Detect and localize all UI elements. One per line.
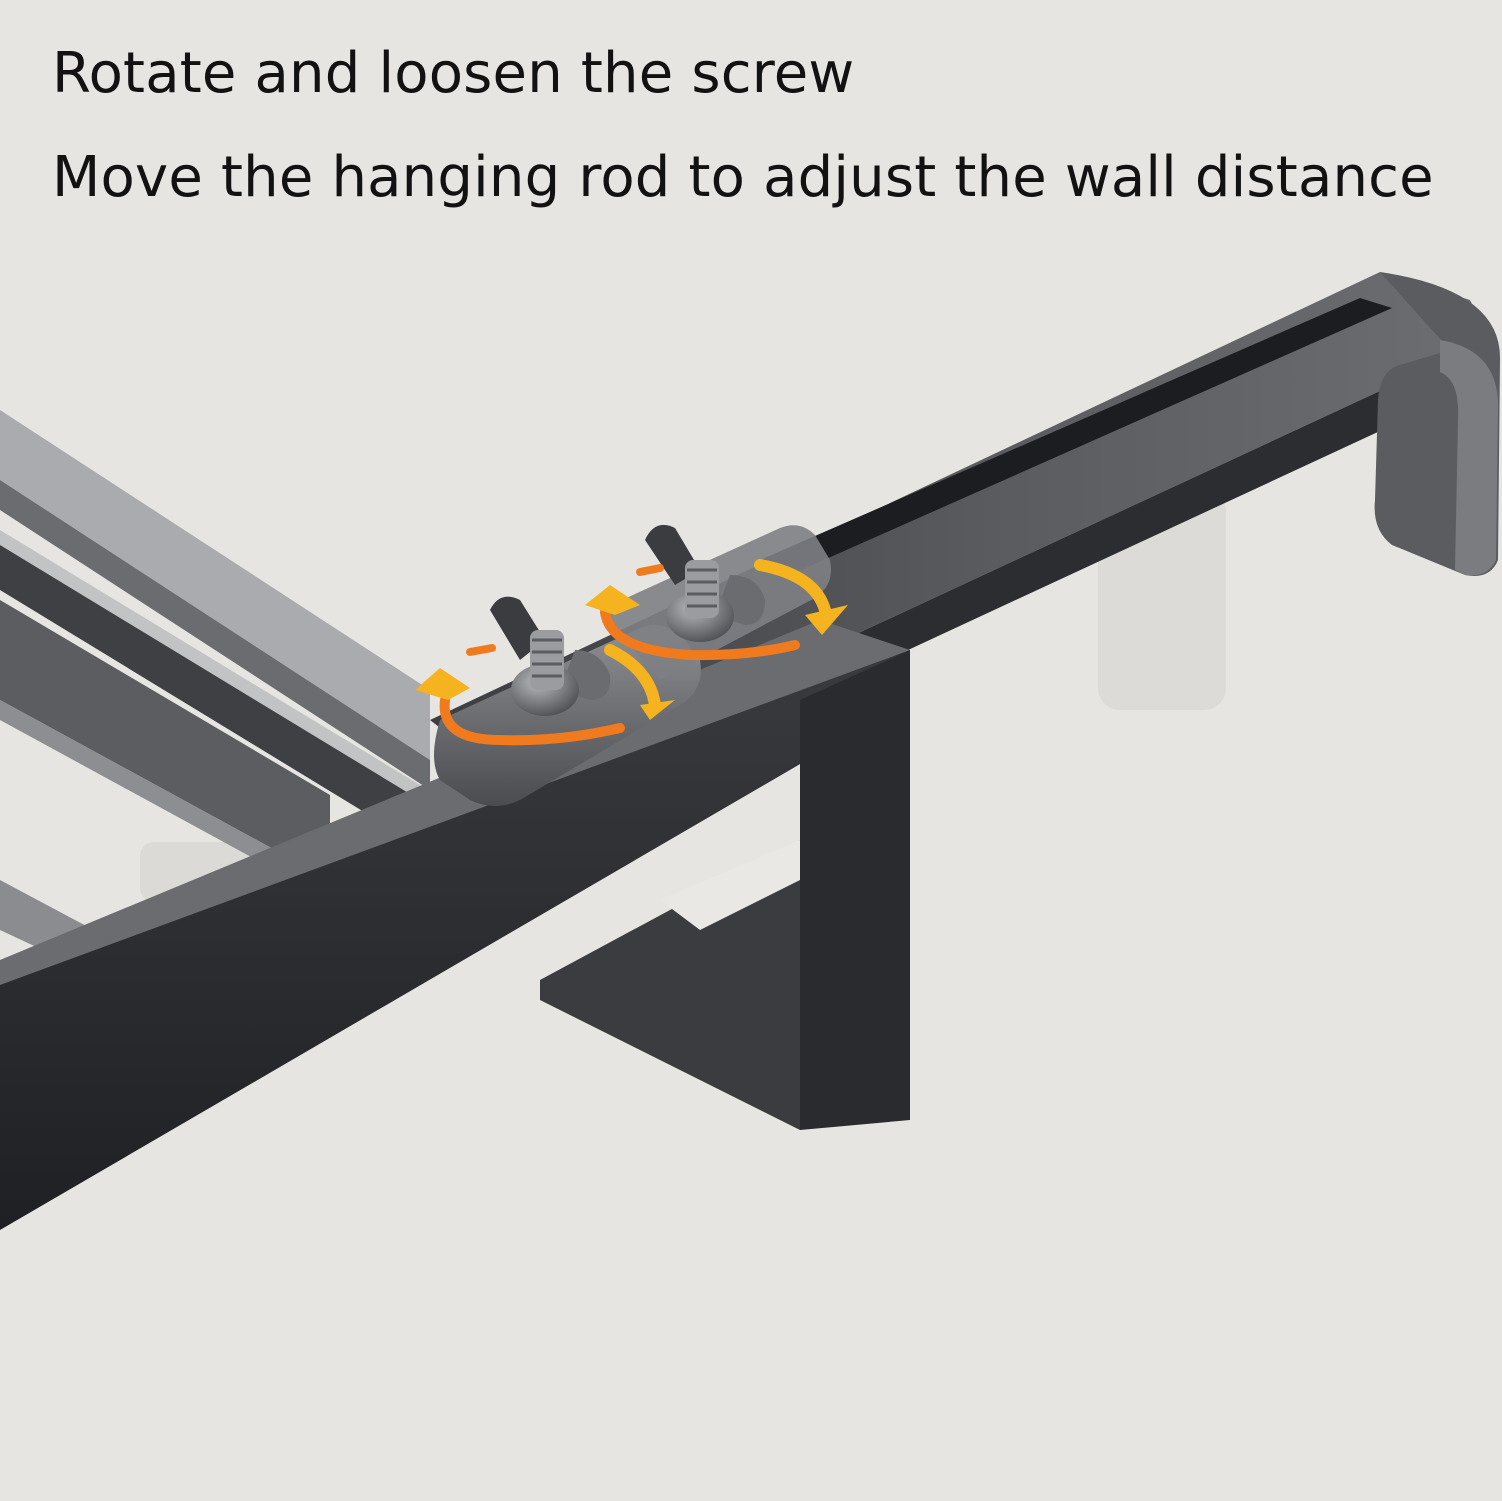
instruction-line-2: Move the hanging rod to adjust the wall … xyxy=(52,145,1434,210)
wing-nut-icon xyxy=(490,596,611,716)
instruction-line-1: Rotate and loosen the screw xyxy=(52,41,855,106)
rotate-arrow-icon xyxy=(585,559,848,661)
bracket-body xyxy=(0,620,910,1230)
wing-nut-icon xyxy=(645,524,765,642)
rotate-arrow-icon xyxy=(415,644,675,746)
